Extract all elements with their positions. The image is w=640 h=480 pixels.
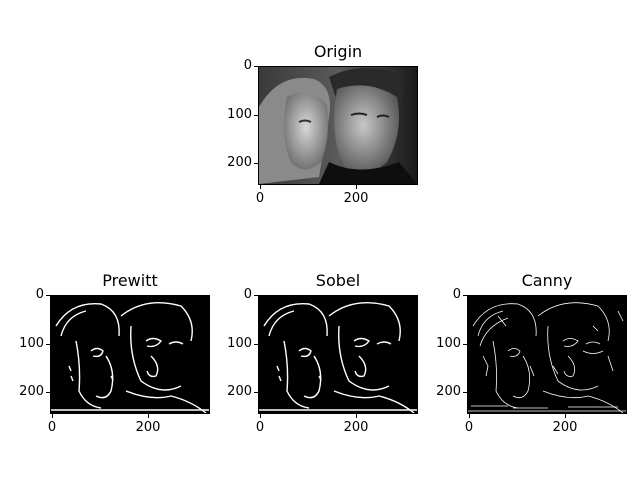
x-tick [260, 185, 261, 189]
y-tick-label: 0 [243, 58, 252, 73]
y-tick [254, 163, 258, 164]
prewitt-edge-image [50, 295, 210, 414]
x-tick [565, 414, 566, 418]
y-tick-label: 100 [19, 336, 44, 351]
x-tick [469, 414, 470, 418]
x-tick [52, 414, 53, 418]
y-tick [254, 295, 258, 296]
panel-title: Origin [313, 42, 363, 61]
x-tick-label: 200 [343, 420, 369, 435]
y-tick-label: 0 [35, 287, 44, 302]
y-tick [463, 344, 467, 345]
x-tick-label: 200 [135, 420, 161, 435]
x-tick-label: 0 [47, 420, 57, 435]
x-tick-label: 200 [552, 420, 578, 435]
y-tick [254, 392, 258, 393]
x-tick [260, 414, 261, 418]
y-tick-label: 0 [452, 287, 461, 302]
panel-title: Prewitt [102, 271, 158, 290]
y-tick-label: 0 [243, 287, 252, 302]
y-tick [254, 115, 258, 116]
y-tick [463, 295, 467, 296]
y-tick [46, 392, 50, 393]
panel-title: Canny [521, 271, 573, 290]
x-tick-label: 200 [343, 191, 369, 206]
x-tick-label: 0 [255, 420, 265, 435]
y-tick [254, 66, 258, 67]
y-tick-label: 200 [227, 384, 252, 399]
y-tick [254, 344, 258, 345]
origin-image [258, 66, 418, 185]
x-tick-label: 0 [464, 420, 474, 435]
y-tick-label: 100 [436, 336, 461, 351]
y-tick-label: 200 [19, 384, 44, 399]
panel-title: Sobel [315, 271, 361, 290]
sobel-edge-image [258, 295, 418, 414]
y-tick [46, 295, 50, 296]
y-tick-label: 200 [227, 155, 252, 170]
y-tick [463, 392, 467, 393]
y-tick-label: 100 [227, 107, 252, 122]
y-tick-label: 100 [227, 336, 252, 351]
x-tick-label: 0 [255, 191, 265, 206]
canny-edge-image [467, 295, 627, 414]
x-tick [148, 414, 149, 418]
x-tick [356, 185, 357, 189]
y-tick-label: 200 [436, 384, 461, 399]
x-tick [356, 414, 357, 418]
y-tick [46, 344, 50, 345]
